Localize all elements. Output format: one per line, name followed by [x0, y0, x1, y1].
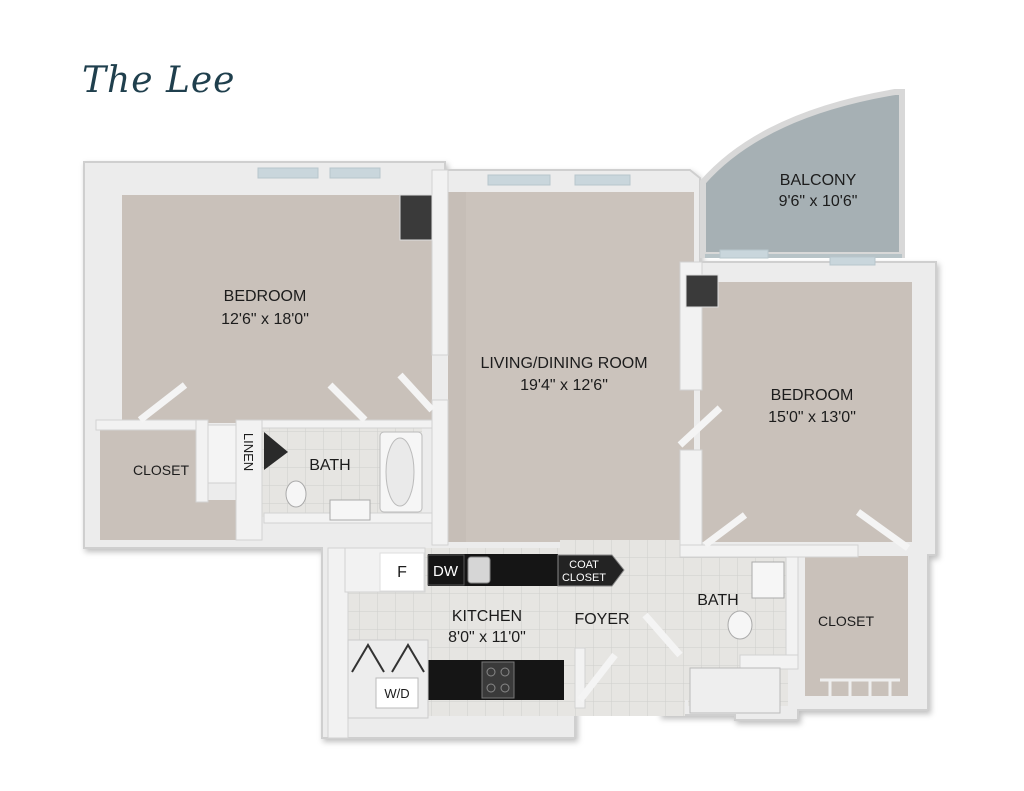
sink: [467, 556, 491, 584]
coat-closet: [557, 554, 625, 587]
washer-dryer: [347, 639, 429, 719]
kitchen-size: 8'0" x 11'0": [448, 629, 526, 646]
linen-label: LINEN: [241, 433, 256, 471]
closet1-floor: [100, 430, 240, 540]
dishwasher-label: DW: [433, 563, 459, 580]
bath1-name: BATH: [309, 457, 350, 474]
balcony-name: BALCONY: [780, 172, 857, 189]
windows: [257, 167, 876, 266]
coat-closet-line2: CLOSET: [562, 572, 606, 584]
balcony-size: 9'6" x 10'6": [779, 193, 858, 210]
bath2-fixtures: [689, 561, 785, 714]
stove: [481, 661, 515, 699]
kitchen-name: KITCHEN: [452, 608, 522, 625]
fridge: [379, 552, 425, 592]
closet2-name: CLOSET: [818, 613, 874, 629]
bedroom2-floor: [700, 282, 912, 542]
door-swings: [137, 372, 911, 703]
closet1-name: CLOSET: [133, 462, 189, 478]
living-floor-ext: [448, 192, 466, 542]
living-size: 19'4" x 12'6": [520, 377, 608, 394]
bedroom2-size: 15'0" x 13'0": [768, 409, 856, 426]
living-name: LIVING/DINING ROOM: [480, 355, 647, 372]
bath1-fixtures: [264, 431, 423, 521]
closet2-shelves: [820, 678, 900, 696]
washer-dryer-label: W/D: [384, 686, 409, 701]
fridge-label: F: [397, 564, 407, 581]
bedroom1-size: 12'6" x 18'0": [221, 311, 309, 328]
living-floor: [448, 192, 694, 542]
closet2-floor: [805, 556, 908, 696]
coat-closet-line1: COAT: [569, 559, 599, 571]
bedroom1-name: BEDROOM: [224, 288, 307, 305]
bath2-name: BATH: [697, 592, 738, 609]
foyer-name: FOYER: [574, 611, 629, 628]
dishwasher: [427, 554, 465, 586]
bedroom1-floor: [122, 195, 432, 423]
balcony-floor: [700, 89, 905, 258]
plan-title: The Lee: [82, 60, 236, 101]
bedroom2-name: BEDROOM: [771, 387, 854, 404]
